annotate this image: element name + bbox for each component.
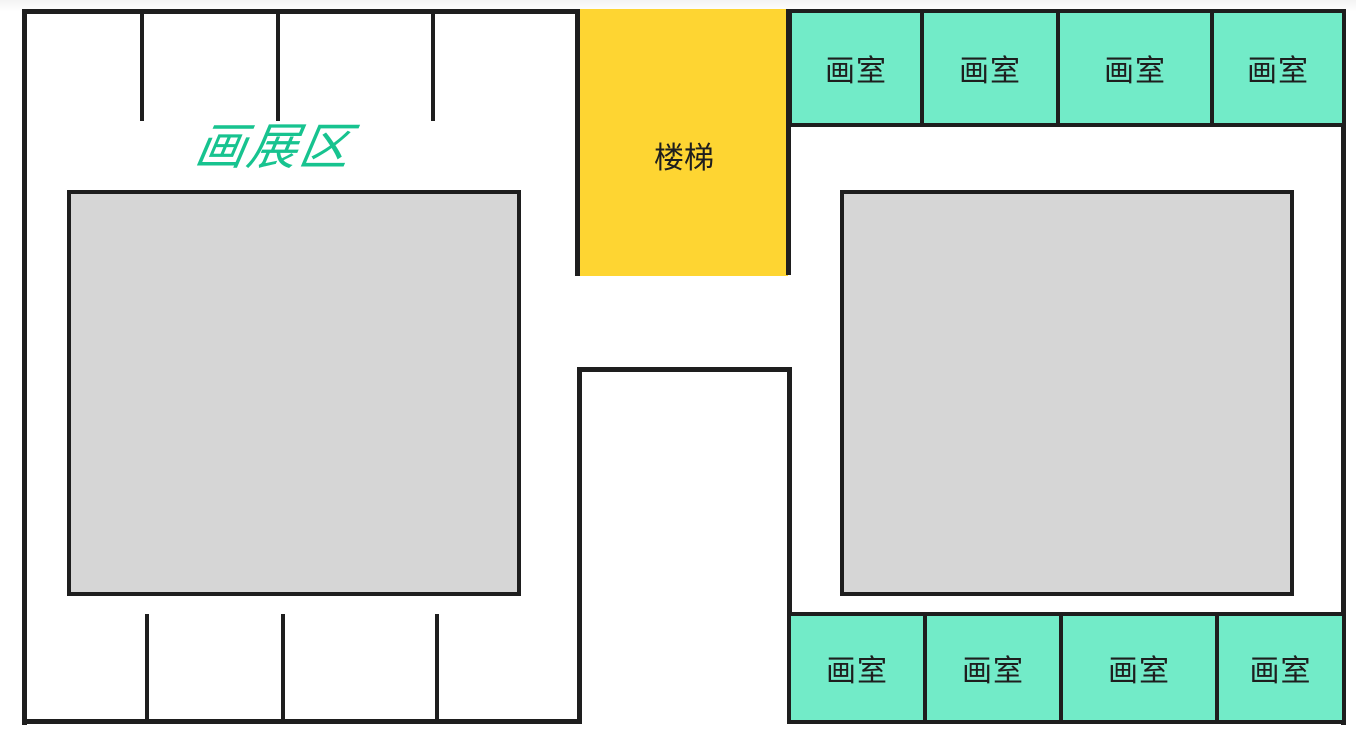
studio-label: 画室 — [1247, 54, 1309, 89]
studio-top-1[interactable]: 画室 — [788, 9, 924, 127]
right-wing-right-wall — [1341, 9, 1346, 725]
studios-top-row: 画室 画室 画室 画室 — [788, 9, 1346, 127]
left-wing-top-wall — [22, 9, 582, 14]
partition-top-2 — [276, 9, 280, 121]
center-lower-top-wall — [577, 367, 792, 372]
studio-bottom-2[interactable]: 画室 — [923, 612, 1063, 724]
partition-bottom-3 — [435, 614, 439, 724]
stairs-right-wall — [786, 9, 791, 275]
studio-top-3[interactable]: 画室 — [1056, 9, 1214, 127]
gallery-display-block[interactable] — [67, 190, 521, 596]
studio-bottom-4[interactable]: 画室 — [1215, 612, 1346, 724]
partition-bottom-1 — [145, 614, 149, 724]
studio-label: 画室 — [959, 54, 1021, 89]
studios-bottom-row: 画室 画室 画室 画室 — [787, 612, 1346, 724]
studio-label: 画室 — [962, 654, 1024, 689]
left-wing-bottom-wall — [22, 719, 582, 724]
studio-label: 画室 — [825, 54, 887, 89]
studio-label: 画室 — [1108, 654, 1170, 689]
left-wing-right-wall-lower — [577, 367, 582, 724]
left-wing-right-wall-upper — [575, 9, 580, 276]
studio-label: 画室 — [1104, 54, 1166, 89]
stairs-label: 楼梯 — [654, 141, 714, 176]
partition-bottom-2 — [281, 614, 285, 724]
center-lower-right-wall — [787, 367, 792, 724]
studio-label: 画室 — [826, 654, 888, 689]
studio-label: 画室 — [1249, 654, 1312, 689]
left-wing-left-wall — [22, 9, 27, 725]
gallery-zone-label: 画展区 — [190, 118, 358, 176]
studio-top-4[interactable]: 画室 — [1210, 9, 1346, 127]
stairs[interactable]: 楼梯 — [580, 9, 788, 276]
partition-top-3 — [431, 9, 435, 121]
partition-top-1 — [140, 9, 144, 121]
studio-top-2[interactable]: 画室 — [920, 9, 1060, 127]
studio-display-block[interactable] — [840, 190, 1294, 596]
studio-bottom-1[interactable]: 画室 — [787, 612, 927, 724]
studio-bottom-3[interactable]: 画室 — [1059, 612, 1219, 724]
